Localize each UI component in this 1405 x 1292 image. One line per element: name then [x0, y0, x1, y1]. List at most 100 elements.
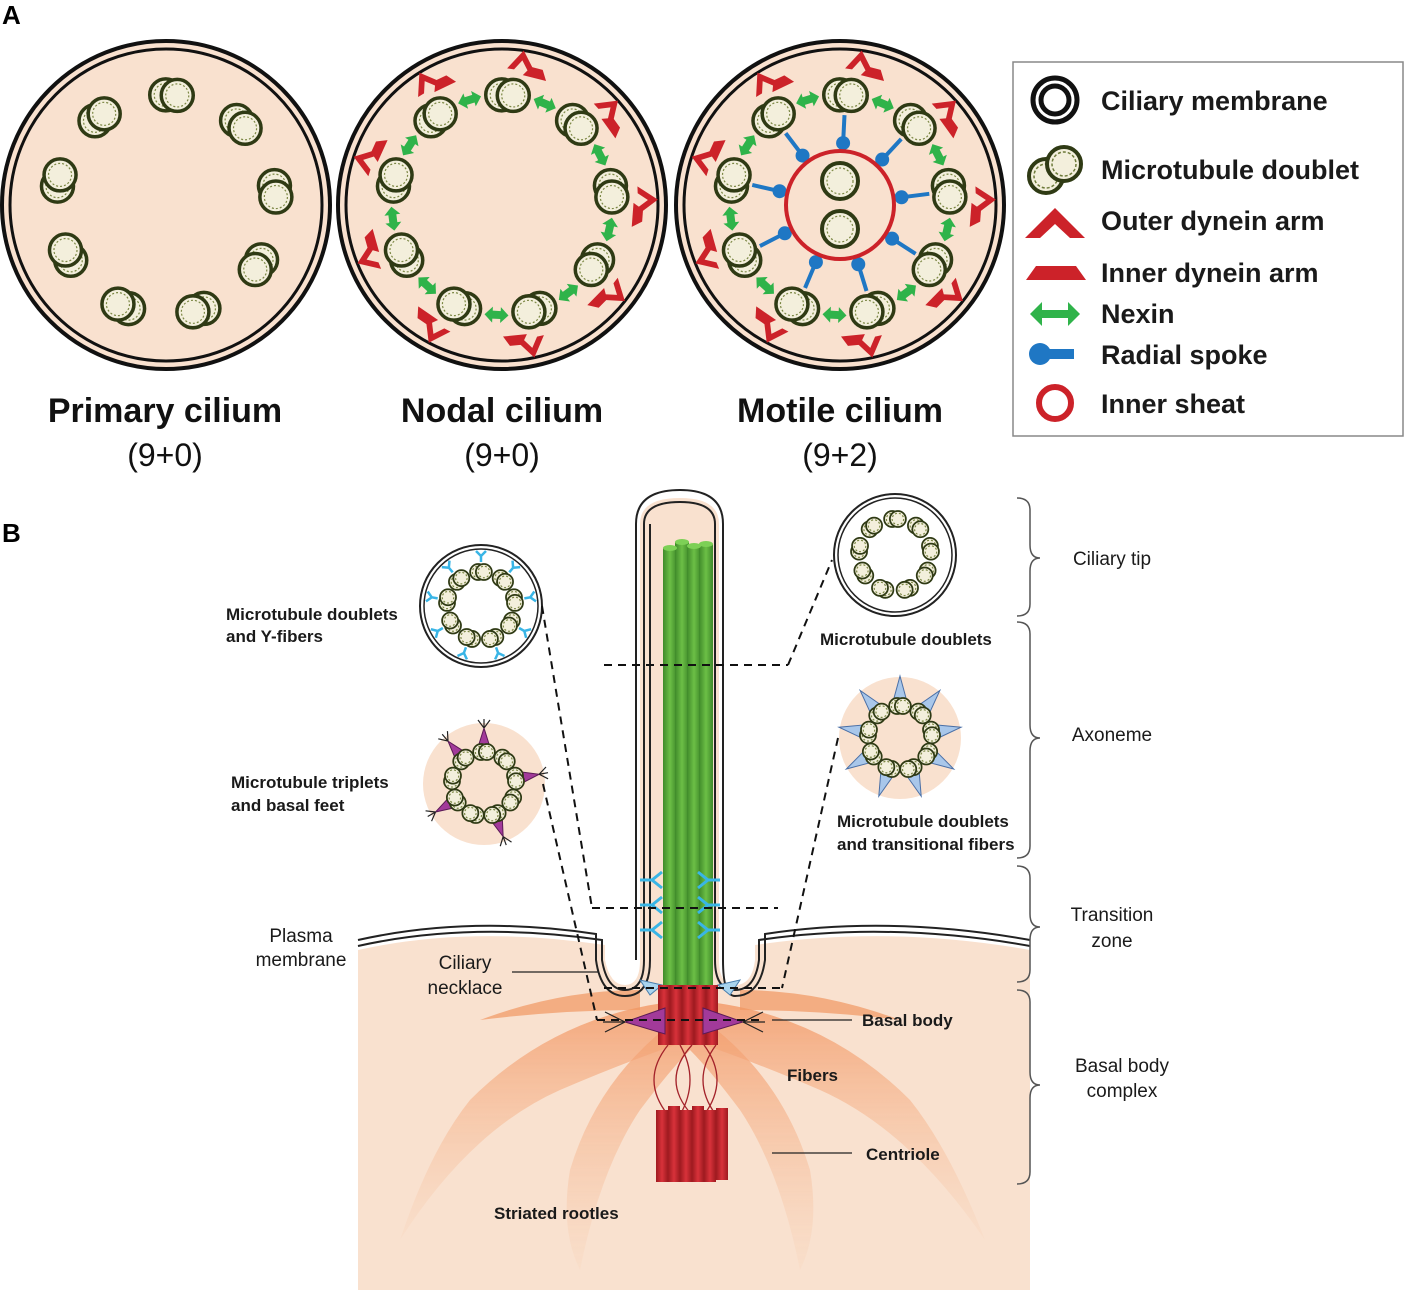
microtubule-doublet: [500, 611, 521, 635]
inner-dynein-arm: [939, 117, 959, 139]
panel-b-letter: B: [2, 518, 21, 548]
outer-dynein-arm: [756, 72, 780, 98]
legend-label-microtubule-doublet: Microtubule doublet: [1101, 155, 1359, 185]
inner-dynein-arm: [702, 228, 718, 252]
legend-label-inner-sheat: Inner sheat: [1101, 389, 1245, 419]
microtubule-doublet: [483, 804, 507, 824]
legend-label-outer-dynein-arm: Outer dynein arm: [1101, 206, 1325, 236]
ciliary-membrane-inner: [682, 47, 998, 363]
nexin-link: [418, 277, 436, 295]
outer-dynein-arm: [938, 277, 963, 302]
inner-dynein-arm: [522, 66, 547, 82]
microtubule-doublet: [256, 167, 294, 215]
nexin-icon: [1030, 302, 1080, 326]
region-basal-body-complex-line2: complex: [1087, 1081, 1158, 1102]
label-plasma-membrane-line1: Plasma: [269, 926, 333, 947]
nexin-link: [533, 94, 556, 113]
microtubule-doublet: [883, 510, 907, 528]
radial-spoke: [836, 115, 851, 151]
outer-dynein-arm-icon: [1025, 208, 1085, 238]
inner-sheat-icon: [1036, 384, 1074, 422]
inner-dynein-arm: [841, 334, 865, 346]
microtubule-doublet: [413, 96, 458, 139]
y-fibers: [640, 870, 720, 940]
y-fiber: [456, 646, 469, 660]
y-fiber: [425, 590, 438, 603]
plasma-membrane-inner-left: [357, 524, 651, 998]
label-ciliary-necklace-line1: Ciliary: [439, 953, 492, 974]
nodal-cilium-cross-section: [336, 39, 668, 371]
inset-tip-doublets: [833, 493, 957, 617]
nexin-link: [722, 206, 740, 231]
inset-basal-feet: [423, 719, 549, 847]
microtubule-doublet: [436, 286, 483, 327]
inner-dynein-arm: [860, 66, 885, 82]
microtubule-doublet: [713, 157, 752, 204]
nexin-link: [822, 306, 847, 324]
inset-transitional-fibers: [837, 674, 963, 799]
ciliary-membrane-inner: [344, 47, 660, 363]
radial-spoke-icon: [1029, 343, 1074, 365]
label-striated-rootles: Striated rootles: [494, 1204, 619, 1223]
label-ciliary-necklace-line2: necklace: [428, 978, 503, 999]
microtubule-doublet: [907, 516, 930, 539]
primary-cilium-title: Primary cilium: [48, 392, 282, 430]
inner-dynein-arm: [755, 306, 777, 325]
nexin-link: [590, 144, 609, 166]
ciliary-membrane-inner: [8, 47, 324, 363]
region-basal-body-complex-line1: Basal body: [1075, 1056, 1170, 1077]
legend-label-inner-dynein-arm: Inner dynein arm: [1101, 258, 1319, 288]
legend: Ciliary membrane Microtubule doublet Out…: [1012, 61, 1404, 437]
nexin-link: [600, 217, 618, 242]
nexin-link: [796, 91, 820, 109]
motile-cilium-cross-section: [674, 39, 1006, 371]
radial-spoke: [784, 132, 810, 163]
microtubule-doublet: [481, 628, 505, 648]
region-transition-zone-line1: Transition: [1071, 905, 1154, 926]
microtubule-doublet: [909, 702, 932, 725]
microtubule-doublet: [445, 788, 467, 812]
label-tip-doublets: Microtubule doublets: [820, 630, 992, 649]
y-fiber: [518, 626, 532, 639]
inner-dynein-arm: [503, 334, 527, 346]
microtubule-doublet: [237, 242, 280, 288]
nexin-link: [896, 283, 916, 302]
microtubule-doublet: [441, 611, 462, 635]
panel-a-letter: A: [2, 0, 21, 30]
inner-dynein-arm: [371, 140, 388, 162]
outer-dynein-arm: [600, 277, 625, 302]
microtubule-doublet: [554, 102, 599, 147]
ciliary-membrane-icon: [1030, 75, 1080, 125]
fibers-shape: [400, 990, 985, 1270]
microtubule-doublet: [915, 561, 937, 585]
label-basal-feet-line2: and basal feet: [231, 796, 345, 815]
legend-label-nexin: Nexin: [1101, 299, 1175, 329]
inner-dynein-arm: [772, 75, 795, 93]
microtubule-doublet: [892, 102, 937, 147]
region-ciliary-tip: Ciliary tip: [1073, 549, 1151, 570]
outer-dynein-arm: [425, 318, 451, 343]
y-fiber: [441, 560, 454, 574]
microtubule-doublet: [505, 588, 524, 612]
outer-dynein-arm: [695, 242, 720, 269]
outer-dynein-arm: [845, 50, 873, 73]
inner-sheath: [784, 149, 896, 261]
inner-dynein-arm: [969, 202, 982, 227]
nexin-link: [871, 94, 894, 113]
microtubule-doublet: [77, 96, 122, 139]
microtubule-doublet: [506, 766, 525, 791]
microtubule-doublet: [850, 537, 869, 561]
microtubule-doublet: [821, 77, 870, 114]
inner-dynein-arm: [925, 287, 946, 308]
nodal-cilium-title: Nodal cilium: [401, 392, 603, 430]
basal-foot: [492, 819, 512, 847]
microtubule-doublet: [774, 286, 821, 327]
radial-spoke: [758, 226, 792, 248]
outer-dynein-arm: [418, 72, 442, 98]
microtubule-doublet: [501, 788, 523, 812]
radial-spoke: [751, 183, 787, 199]
inner-dynein-arm: [417, 306, 439, 325]
microtubule-doublet: [859, 720, 878, 745]
microtubule-doublet: [443, 766, 462, 791]
microtubule-doublet: [39, 157, 78, 204]
